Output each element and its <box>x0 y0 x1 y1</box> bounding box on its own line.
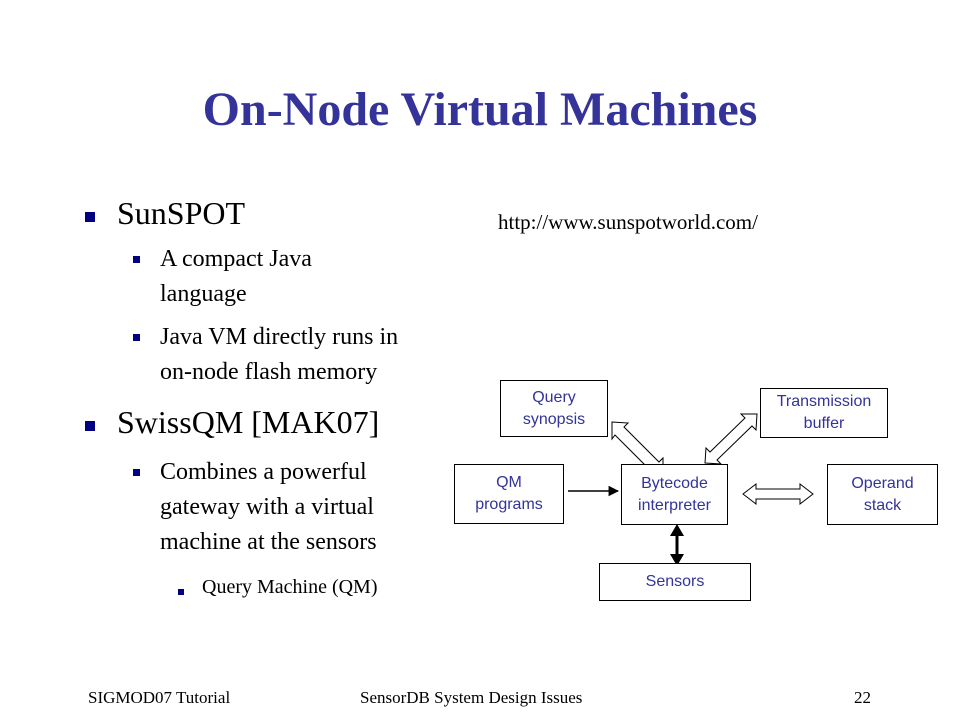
sub-bullet-combines-1: Combines a powerful <box>160 459 367 485</box>
node-bytecode-interpreter: Bytecode interpreter <box>621 464 728 525</box>
sub-bullet-combines-2: gateway with a virtual <box>160 494 374 520</box>
sub-bullet-compact-java-1: A compact Java <box>160 246 312 272</box>
node-qm-programs: QM programs <box>454 464 564 524</box>
sunspot-url: http://www.sunspotworld.com/ <box>498 210 758 234</box>
sub-bullet-compact-java-2: language <box>160 281 247 307</box>
bullet-marker <box>85 212 95 222</box>
sub-bullet-marker <box>133 256 140 263</box>
bullet-marker <box>85 421 95 431</box>
sub-bullet-java-vm-1: Java VM directly runs in <box>160 324 399 350</box>
bullet-sunspot: SunSPOT <box>117 195 246 231</box>
footer-left: SIGMOD07 Tutorial <box>88 688 231 707</box>
footer-page-number: 22 <box>854 688 871 707</box>
node-transmission-buffer: Transmission buffer <box>760 388 888 438</box>
slide-title: On-Node Virtual Machines <box>202 83 758 136</box>
footer-center: SensorDB System Design Issues <box>360 688 583 707</box>
arrow-interpreter-stack <box>742 482 814 506</box>
node-sensors: Sensors <box>599 563 751 601</box>
bullet-swissqm: SwissQM [MAK07] <box>117 404 380 440</box>
sub-bullet-marker <box>133 334 140 341</box>
sub-bullet-combines-3: machine at the sensors <box>160 529 377 555</box>
node-query-synopsis: Query synopsis <box>500 380 608 437</box>
arrow-interpreter-transmission <box>704 413 758 465</box>
sub-bullet-java-vm-2: on-node flash memory <box>160 359 378 385</box>
sub-bullet-marker <box>133 469 140 476</box>
sub-sub-bullet-marker <box>178 589 184 595</box>
sub-sub-bullet-query-machine: Query Machine (QM) <box>202 576 378 598</box>
node-operand-stack: Operand stack <box>827 464 938 525</box>
